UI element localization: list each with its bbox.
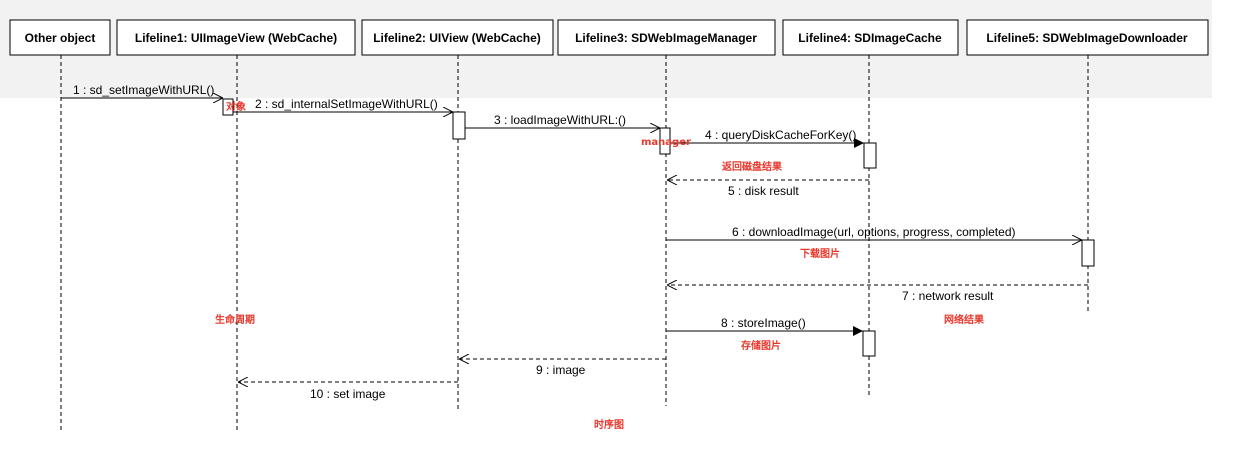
- lifeline-header-l5: Lifeline5: SDWebImageDownloader: [966, 19, 1209, 56]
- message-4: 4 : queryDiskCacheForKey(): [670, 128, 864, 148]
- message-1: 1 : sd_setImageWithURL(): [61, 83, 223, 98]
- lifeline-label-other: Other object: [25, 31, 96, 45]
- message-3: 3 : loadImageWithURL:(): [465, 113, 660, 128]
- lifeline-header-other: Other object: [9, 19, 111, 56]
- message-label-6: 6 : downloadImage(url, options, progress…: [732, 225, 1015, 239]
- annotation-wangluo-jieguo: 网络结果: [944, 313, 985, 326]
- message-6: 6 : downloadImage(url, options, progress…: [666, 225, 1082, 240]
- activation-bar-l4-store: [862, 330, 876, 357]
- message-8: 8 : storeImage(): [666, 316, 863, 336]
- message-label-3: 3 : loadImageWithURL:(): [494, 113, 626, 127]
- activation-bar-l5: [1081, 239, 1095, 267]
- message-2: 2 : sd_internalSetImageWithURL(): [233, 97, 453, 112]
- lifeline-label-l1: Lifeline1: UIImageView (WebCache): [135, 31, 337, 45]
- lifeline-label-l3: Lifeline3: SDWebImageManager: [575, 31, 757, 45]
- annotation-shengming-zhouqi: 生命周期: [215, 313, 255, 326]
- message-label-1: 1 : sd_setImageWithURL(): [73, 83, 214, 97]
- activation-bar-l4-query: [863, 142, 877, 169]
- message-9: 9 : image: [459, 359, 666, 377]
- annotation-fanhui-cipan: 返回磁盘结果: [722, 160, 783, 173]
- lifeline-label-l5: Lifeline5: SDWebImageDownloader: [986, 31, 1187, 45]
- lifeline-label-l4: Lifeline4: SDImageCache: [798, 31, 942, 45]
- message-label-9: 9 : image: [536, 363, 586, 377]
- message-10: 10 : set image: [238, 382, 458, 401]
- message-label-10: 10 : set image: [310, 387, 386, 401]
- message-label-8: 8 : storeImage(): [721, 316, 806, 330]
- annotation-duixiang: 对象: [226, 100, 246, 113]
- activation-bar-l1: [222, 98, 234, 116]
- activation-bar-l2: [452, 111, 466, 140]
- message-5: 5 : disk result: [667, 180, 869, 198]
- message-7: 7 : network result: [667, 285, 1088, 303]
- annotation-xiazai-tupian: 下载图片: [800, 247, 840, 260]
- annotation-shixutu: 时序图: [594, 418, 624, 431]
- message-label-7: 7 : network result: [902, 289, 994, 303]
- message-label-2: 2 : sd_internalSetImageWithURL(): [255, 97, 438, 111]
- lifeline-label-l2: Lifeline2: UIView (WebCache): [373, 31, 541, 45]
- annotation-manager: manager: [641, 137, 691, 148]
- message-label-5: 5 : disk result: [728, 184, 799, 198]
- lifeline-header-l1: Lifeline1: UIImageView (WebCache): [116, 19, 356, 56]
- activation-bar-l3: [659, 127, 671, 155]
- lifeline-header-l2: Lifeline2: UIView (WebCache): [361, 19, 554, 56]
- lifeline-header-l3: Lifeline3: SDWebImageManager: [557, 19, 776, 56]
- annotation-cunchu-tupian: 存储图片: [741, 339, 781, 352]
- message-label-4: 4 : queryDiskCacheForKey(): [705, 128, 856, 142]
- lifeline-header-l4: Lifeline4: SDImageCache: [782, 19, 959, 56]
